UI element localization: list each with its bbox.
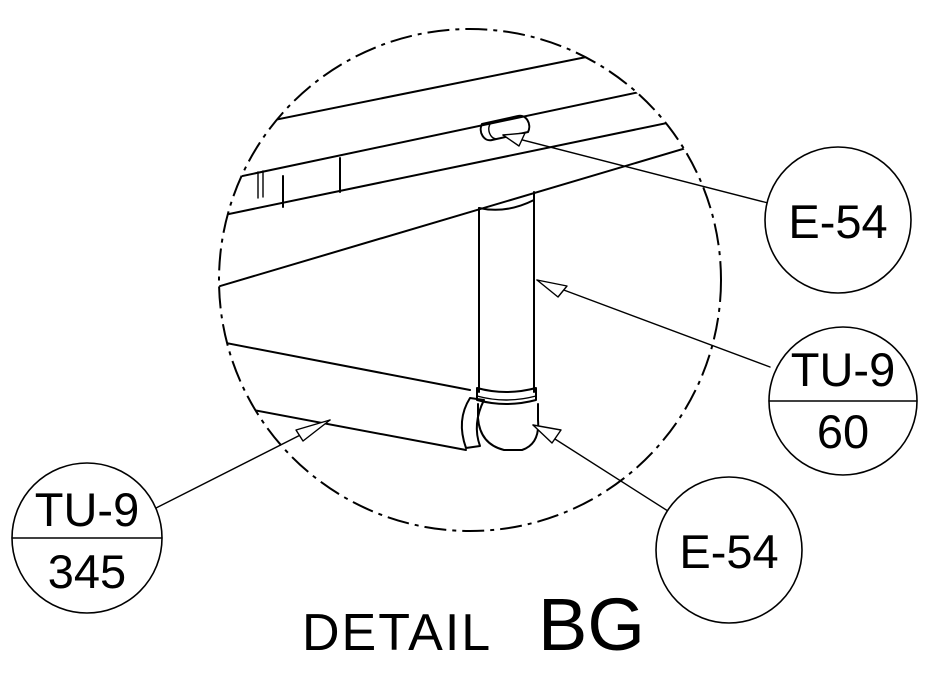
rail-line-second [219, 74, 721, 186]
detail-title-word: DETAIL [302, 604, 492, 662]
detail-title: DETAIL BG [302, 583, 645, 666]
arrowhead-elbow-top [502, 132, 526, 147]
callout-length: 60 [817, 405, 869, 458]
callout-length: 345 [48, 545, 126, 598]
callout-bubble [655, 476, 803, 624]
arrowhead-vertical-pipe [536, 279, 568, 298]
top-elbow-fitting [479, 114, 531, 142]
callout-elbow-bottom[interactable]: E-54 [655, 476, 803, 624]
arrowhead-elbow-bottom [532, 424, 562, 444]
callout-code: TU-9 [791, 343, 895, 396]
rail-line-lower [219, 137, 721, 293]
callout-code: TU-9 [35, 483, 139, 536]
callout-bubble [764, 146, 912, 294]
detail-geometry [219, 29, 721, 451]
bottom-elbow-socket [460, 397, 485, 449]
top-elbow-detail [488, 123, 497, 140]
callout-elbow-top[interactable]: E-54 [764, 146, 912, 294]
callout-horizontal-pipe[interactable]: TU-9 345 [11, 462, 163, 614]
detail-title-id: BG [538, 583, 645, 666]
callout-code: E-54 [679, 525, 778, 578]
vertical-pipe-top-edge [478, 199, 535, 211]
arrowhead-horizontal-pipe [295, 419, 331, 442]
callout-vertical-pipe[interactable]: TU-9 60 [768, 326, 918, 476]
horizontal-pipe-bottom [219, 399, 467, 451]
horizontal-pipe-top [219, 337, 471, 391]
rail-line-top [219, 29, 721, 136]
rail-line-third [219, 111, 721, 221]
leader-elbow-top [502, 134, 769, 204]
callout-code: E-54 [788, 195, 887, 248]
leader-vertical-pipe [536, 279, 771, 368]
leader-elbow-bottom [532, 424, 683, 521]
pipe-coupling [476, 387, 537, 405]
bottom-elbow-fitting [477, 403, 540, 451]
detail-boundary-circle [218, 28, 722, 532]
pipe-coupling-ring [476, 395, 537, 401]
leaders [155, 132, 771, 521]
